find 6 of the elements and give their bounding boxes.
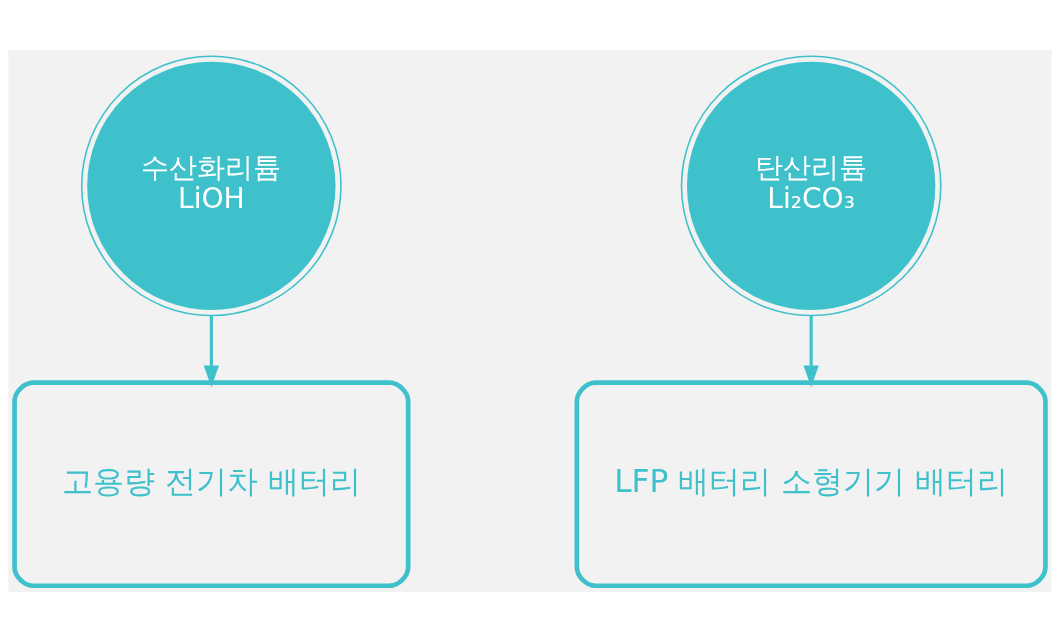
node-circle: 수산화리튬 LiOH (80, 55, 342, 317)
arrow (803, 315, 819, 388)
arrow (203, 315, 220, 388)
node-box: LFP 배터리 소형기기 배터리 (574, 380, 1048, 589)
node-box: 고용량 전기차 배터리 (12, 380, 411, 589)
node-circle: 탄산리튬 Li₂CO₃ (680, 55, 942, 317)
